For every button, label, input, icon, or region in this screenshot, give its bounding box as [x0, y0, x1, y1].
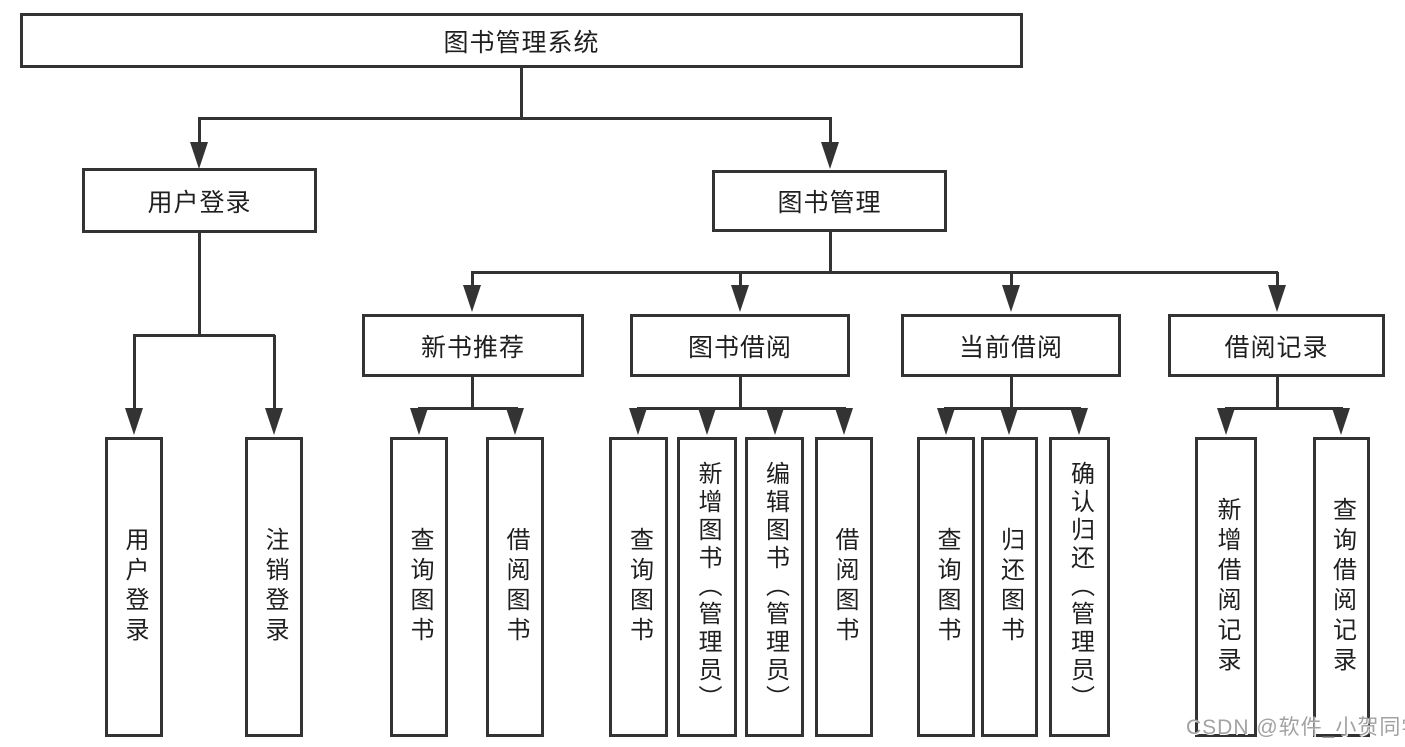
node-bb-borrow-books: 借阅图书: [815, 437, 873, 737]
connector-user-login-right-stem: [273, 335, 276, 410]
connector-bb-bar: [637, 407, 846, 410]
node-nbr-query-books-label: 查询图书: [406, 527, 433, 647]
node-bb-borrow-books-label: 借阅图书: [831, 527, 858, 647]
node-bb-edit-books-label: 编辑图书（管理员）: [761, 461, 789, 713]
node-nbr-query-books: 查询图书: [390, 437, 448, 737]
arrowhead-icon: [265, 408, 283, 435]
node-nbr-borrow-books: 借阅图书: [486, 437, 544, 737]
node-current-borrow: 当前借阅: [901, 314, 1121, 377]
connector-user-login-bar: [133, 334, 275, 337]
connector-level2-right-stem: [829, 118, 832, 146]
arrowhead-icon: [731, 285, 749, 312]
node-leaf-logout-label: 注销登录: [261, 527, 288, 647]
connector-level2-bar: [198, 117, 832, 120]
connector-level3-stem: [1010, 272, 1013, 286]
node-leaf-user-login: 用户登录: [105, 437, 163, 737]
node-new-book-rec: 新书推荐: [362, 314, 584, 377]
node-br-query-record-label: 查询借阅记录: [1328, 497, 1356, 677]
arrowhead-icon: [937, 408, 955, 435]
node-book-borrow: 图书借阅: [630, 314, 850, 377]
node-borrow-records-label: 借阅记录: [1224, 333, 1329, 362]
node-book-mgmt: 图书管理: [712, 170, 947, 232]
arrowhead-icon: [698, 408, 716, 435]
node-bb-edit-books: 编辑图书（管理员）: [745, 437, 804, 737]
arrowhead-icon: [1332, 408, 1350, 435]
node-cb-return-books: 归还图书: [981, 437, 1038, 737]
connector-level3-bar: [471, 271, 1278, 274]
node-nbr-borrow-books-label: 借阅图书: [502, 527, 529, 647]
connector-book-mgmt-stem: [829, 230, 832, 272]
csdn-watermark: CSDN @软件_小贺同学: [1186, 716, 1405, 739]
arrowhead-icon: [1000, 408, 1018, 435]
arrowhead-icon: [190, 142, 208, 169]
node-bb-query-books: 查询图书: [609, 437, 668, 737]
connector-level2-left-stem: [198, 118, 201, 146]
node-root-label: 图书管理系统: [443, 28, 600, 57]
connector-user-login-left-stem: [133, 335, 136, 410]
node-book-borrow-label: 图书借阅: [687, 333, 792, 362]
arrowhead-icon: [1070, 408, 1088, 435]
arrowhead-icon: [125, 408, 143, 435]
node-bb-query-books-label: 查询图书: [625, 527, 653, 647]
arrowhead-icon: [410, 408, 428, 435]
connector-nbr-stem: [471, 375, 474, 408]
node-book-mgmt-label: 图书管理: [777, 189, 882, 217]
node-root: 图书管理系统: [20, 13, 1023, 68]
arrowhead-icon: [1002, 285, 1020, 312]
connector-br-bar: [1225, 407, 1343, 410]
node-cb-return-books-label: 归还图书: [996, 527, 1024, 647]
connector-root-stem: [520, 68, 523, 118]
arrowhead-icon: [463, 285, 481, 312]
arrowhead-icon: [1268, 285, 1286, 312]
connector-level3-stem: [471, 272, 474, 286]
node-current-borrow-label: 当前借阅: [958, 333, 1063, 362]
arrowhead-icon: [1217, 408, 1235, 435]
node-leaf-logout: 注销登录: [245, 437, 303, 737]
node-leaf-user-login-label: 用户登录: [121, 527, 148, 647]
node-cb-confirm-return: 确认归还（管理员）: [1049, 437, 1110, 737]
connector-level3-stem: [1276, 272, 1279, 286]
node-borrow-records: 借阅记录: [1168, 314, 1385, 377]
arrowhead-icon: [766, 408, 784, 435]
node-user-login: 用户登录: [82, 168, 317, 233]
arrowhead-icon: [629, 408, 647, 435]
connector-user-login-stem: [198, 231, 201, 335]
connector-br-stem: [1276, 375, 1279, 408]
arrowhead-icon: [506, 408, 524, 435]
node-bb-add-books: 新增图书（管理员）: [677, 437, 737, 737]
node-new-book-rec-label: 新书推荐: [420, 333, 525, 362]
node-cb-query-books: 查询图书: [917, 437, 975, 737]
connector-bb-stem: [739, 375, 742, 408]
node-user-login-label: 用户登录: [147, 188, 252, 217]
connector-level3-stem: [739, 272, 742, 286]
node-br-add-record-label: 新增借阅记录: [1213, 497, 1240, 677]
node-cb-query-books-label: 查询图书: [933, 527, 960, 647]
node-br-add-record: 新增借阅记录: [1195, 437, 1257, 737]
arrowhead-icon: [821, 142, 839, 169]
node-br-query-record: 查询借阅记录: [1313, 437, 1370, 737]
arrowhead-icon: [835, 408, 853, 435]
connector-cb-stem: [1010, 375, 1013, 408]
node-cb-confirm-return-label: 确认归还（管理员）: [1066, 461, 1094, 713]
connector-nbr-bar: [418, 407, 518, 410]
node-bb-add-books-label: 新增图书（管理员）: [694, 461, 721, 713]
